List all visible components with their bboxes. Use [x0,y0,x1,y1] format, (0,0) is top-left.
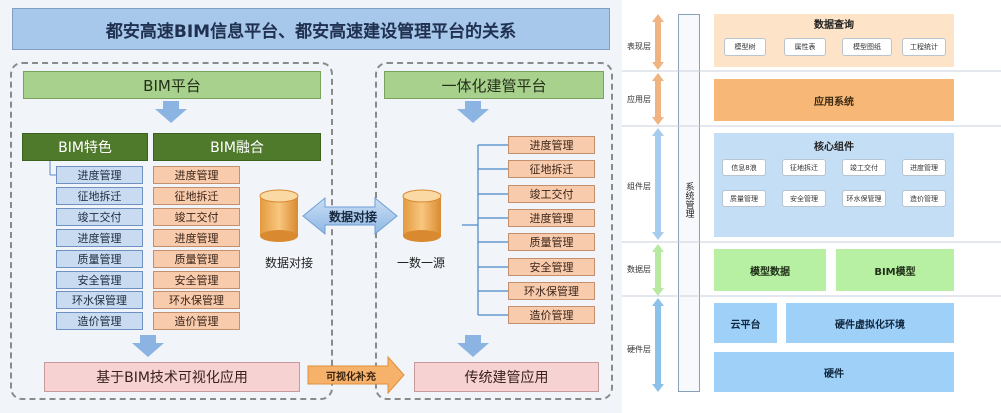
data-query-item: 属性表 [784,38,826,56]
layer-label-application: 应用层 [627,94,651,104]
integrated-item: 进度管理 [508,208,595,227]
layer-arrow-icon [652,298,664,392]
data-docking-label: 数据对接 [328,209,377,224]
page-title: 都安高速BIM信息平台、都安高速建设管理平台的关系 [12,8,610,50]
bim-fusion-item: 质量管理 [153,249,240,268]
connector-graphics [49,101,508,395]
core-component-item: 质量管理 [722,190,766,207]
arch-system-bar [678,14,700,392]
layer-label-data: 数据层 [627,264,651,274]
database-cylinder-icon [402,189,442,242]
bim-platform-header: BIM平台 [23,71,321,99]
core-component-title: 核心组件 [814,141,854,153]
model-data-box: 模型数据 [714,249,826,291]
left-panel [0,0,622,413]
bim-feature-item: 环水保管理 [56,291,143,310]
down-arrow-icon [132,335,164,357]
integrated-item: 环水保管理 [508,281,595,300]
bim-feature-item: 竣工交付 [56,207,143,226]
core-component-item: 竣工交付 [842,159,886,176]
bim-fusion-item: 进度管理 [153,166,240,184]
layer-arrow-icon [652,14,664,70]
bim-model-box: BIM模型 [836,249,954,291]
core-component-box [714,133,954,237]
layer-arrow-icon [652,73,664,125]
bim-fusion-item: 安全管理 [153,270,240,289]
down-arrow-icon [155,101,187,123]
integrated-platform-header: 一体化建管平台 [384,71,604,99]
double-arrow-icon [302,196,398,236]
supplement-arrow-icon [307,355,405,395]
layer-label-component: 组件层 [627,181,651,191]
integrated-item: 安全管理 [508,257,595,276]
layer-label-presentation: 表现层 [627,41,651,51]
core-component-item: 信息8浪 [722,159,766,176]
data-query-title: 数据查询 [814,19,854,31]
core-component-item: 征地拆迁 [782,159,826,176]
bim-fusion-item: 进度管理 [153,228,240,247]
core-component-item: 造价管理 [902,190,946,207]
data-query-item: 工程统计 [902,38,946,56]
down-arrow-icon [457,101,489,123]
integrated-bottom-box: 传统建管应用 [414,362,599,392]
bim-fusion-item: 征地拆迁 [153,186,240,205]
integrated-bracket-lines [462,144,508,316]
integrated-item: 质量管理 [508,233,595,252]
bim-db-label: 数据对接 [264,255,313,270]
bim-fusion-item: 环水保管理 [153,291,240,310]
bim-fusion-item: 竣工交付 [153,207,240,226]
integrated-db-label: 一数一源 [396,255,445,270]
bim-platform-region [10,62,333,400]
virtualization-box: 硬件虚拟化环境 [786,303,954,343]
bim-feature-item: 进度管理 [56,166,143,184]
layer-arrow-icon [652,128,664,240]
bim-fusion-header: BIM融合 [153,133,321,161]
database-cylinder-icon [259,189,299,242]
bim-feature-item: 造价管理 [56,312,143,331]
core-component-item: 环水保管理 [842,190,886,207]
integrated-item: 征地拆迁 [508,160,595,179]
bim-feature-item: 进度管理 [56,228,143,247]
layer-label-hardware: 硬件层 [627,344,651,354]
data-query-item: 模型图纸 [842,38,892,56]
integrated-item: 竣工交付 [508,184,595,203]
down-arrow-icon [457,335,489,357]
bim-feature-item: 征地拆迁 [56,186,143,205]
core-component-item: 安全管理 [782,190,826,207]
arch-layer-graphics [622,14,1001,392]
bim-feature-item: 安全管理 [56,270,143,289]
system-management-label: 系统管理 [683,182,694,218]
data-query-item: 模型树 [724,38,766,56]
hardware-box: 硬件 [714,352,954,392]
bim-fusion-item: 造价管理 [153,312,240,331]
visual-supplement-label: 可视化补充 [326,371,376,383]
layer-arrow-icon [652,244,664,296]
app-system-bar: 应用系统 [714,79,954,121]
bim-feature-item: 质量管理 [56,249,143,268]
feature-connector-lines [49,161,56,176]
integrated-item: 造价管理 [508,306,595,325]
core-component-item: 进度管理 [902,159,946,176]
cloud-platform-box: 云平台 [714,303,777,343]
bim-feature-header: BIM特色 [22,133,148,161]
integrated-item: 进度管理 [508,136,595,154]
bim-bottom-box: 基于BIM技术可视化应用 [44,362,300,392]
